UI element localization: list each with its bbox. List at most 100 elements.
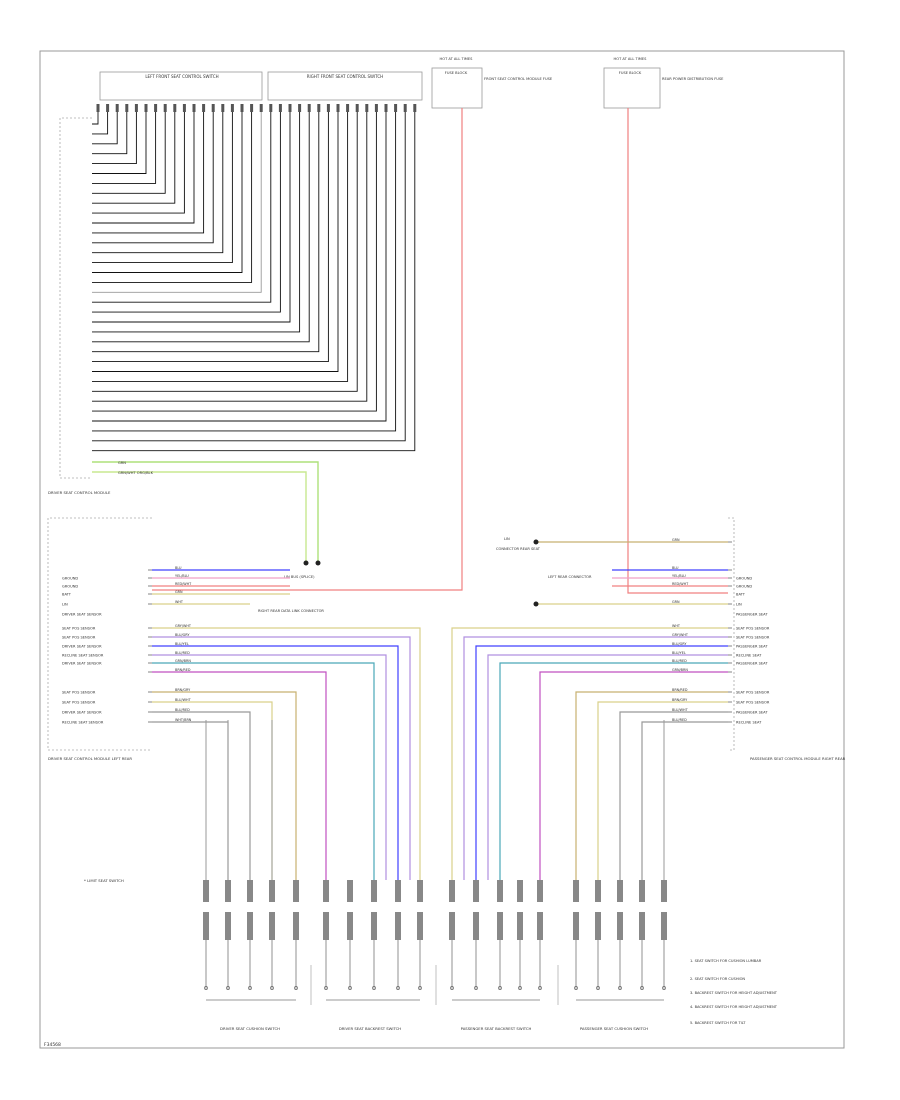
connector-pin [163, 104, 167, 112]
right-wire-label: WHT [672, 624, 681, 628]
left-pin-label: LIN [62, 602, 68, 606]
left-wire-label: BRN/GRY [175, 688, 191, 692]
harness-wire [92, 112, 262, 293]
driver-module-name: DRIVER SEAT CONTROL MODULE [48, 490, 111, 495]
right-top-label-3: LEFT REAR CONNECTOR [548, 575, 592, 579]
switch-contact [640, 986, 644, 990]
switch-caption-1: DRIVER SEAT CUSHION SWITCH [220, 1026, 280, 1031]
right-pin-label: SEAT POS SENSOR [736, 690, 770, 694]
switch-connector [537, 880, 543, 902]
left-wire [152, 645, 399, 880]
connector-pin [144, 104, 148, 112]
switch-caption-4: PASSENGER SEAT CUSHION SWITCH [580, 1026, 648, 1031]
switch-contact [248, 986, 252, 990]
switch-connector [371, 880, 377, 902]
left-wire-label: GRY/WHT [175, 624, 192, 628]
legend-item-3: 3. BACKREST SWITCH FOR HEIGHT ADJUSTMENT [690, 991, 778, 995]
harness-wire [92, 112, 195, 224]
harness-wire [92, 112, 310, 343]
left-wire-label: YEL/BLU [175, 574, 189, 578]
left-wire [152, 662, 375, 880]
switch-connector [661, 912, 667, 940]
harness-wire [92, 112, 99, 125]
switch-connector [449, 912, 455, 940]
left-pin-label: DRIVER SEAT SENSOR [62, 661, 102, 665]
harness-wire [92, 112, 214, 244]
right-pin-label: SEAT POS SENSOR [736, 626, 770, 630]
left-pin-label: RECLINE SEAT SENSOR [62, 720, 104, 724]
right-wire-label: RED/WHT [672, 582, 689, 586]
left-bus-label: RIGHT REAR DATA LINK CONNECTOR [258, 609, 324, 613]
switch-connector [203, 880, 209, 902]
left-pin-label: BATT [62, 592, 72, 596]
splice-dot-2 [315, 560, 321, 566]
switch-connector [595, 912, 601, 940]
harness-wire [92, 112, 397, 432]
left-pin-label: SEAT POS SENSOR [62, 635, 96, 639]
harness-wire [92, 112, 176, 204]
fuse-right-label: FUSE BLOCK [619, 71, 642, 75]
switch-connector [617, 912, 623, 940]
switch-connector [225, 912, 231, 940]
right-wire-label: BLU/RED [672, 659, 687, 663]
left-pin-label: DRIVER SEAT SENSOR [62, 612, 102, 616]
right-top-label-1: LIN [504, 537, 510, 541]
right-wire [475, 645, 728, 880]
switch-connector [247, 880, 253, 902]
right-wire-label: GRY/WHT [672, 633, 689, 637]
right-pin-label: RECLINE SEAT [736, 720, 762, 724]
switch-contact [294, 986, 298, 990]
switch-contact [618, 986, 622, 990]
switch-connector [573, 880, 579, 902]
right-wire-label: BRN/RED [672, 688, 688, 692]
harness-wire [92, 112, 243, 273]
switch-connector [573, 912, 579, 940]
right-splice-dot [533, 539, 539, 545]
harness-wire [92, 112, 185, 214]
connector-pin [336, 104, 340, 112]
legend-item-1: 1. SEAT SWITCH FOR CUSHION LUMBAR [690, 959, 762, 963]
switch-connector [449, 880, 455, 902]
connector-pin [278, 104, 282, 112]
right-wire-label: GRN [672, 600, 680, 604]
switch-connector [203, 912, 209, 940]
harness-wire [92, 112, 253, 283]
harness-wire [92, 112, 406, 442]
harness-wire [92, 112, 137, 165]
right-wire-label: BLU/RED [672, 718, 687, 722]
switch-connector [617, 880, 623, 902]
connector-pin [403, 104, 407, 112]
connector-pin [365, 104, 369, 112]
connector-pin [413, 104, 417, 112]
switch-connector [473, 880, 479, 902]
switch-connector [473, 912, 479, 940]
left-front-switch-label: LEFT FRONT SEAT CONTROL SWITCH [145, 74, 218, 79]
switch-connector [269, 880, 275, 902]
right-wire [499, 662, 728, 880]
harness-wire [92, 112, 291, 323]
left-wire-label: BRN/RED [175, 668, 191, 672]
seat-switches [203, 880, 667, 1005]
switch-connector [293, 880, 299, 902]
left-front-switch-box [99, 71, 263, 101]
lin-splice-label: LIN BUS (SPLICE) [284, 575, 315, 579]
harness-wire [92, 112, 281, 313]
switch-contact [518, 986, 522, 990]
left-wire-label: BLU/RED [175, 651, 190, 655]
driver-module-wire-label-1: GRN [118, 461, 126, 465]
right-wire [597, 701, 728, 880]
switch-contact [324, 986, 328, 990]
right-front-switch-box [267, 71, 423, 101]
connector-pin [106, 104, 110, 112]
connector-pin [230, 104, 234, 112]
switch-connector [225, 880, 231, 902]
left-wire-label: GRN/BRN [175, 659, 191, 663]
switch-contact [226, 986, 230, 990]
switch-connector [639, 880, 645, 902]
right-wire [487, 654, 728, 880]
right-wire-label: BLU [672, 566, 679, 570]
page-id: F34568 [44, 1042, 61, 1048]
harness-wire [92, 112, 157, 184]
right-module-outline [728, 517, 735, 751]
